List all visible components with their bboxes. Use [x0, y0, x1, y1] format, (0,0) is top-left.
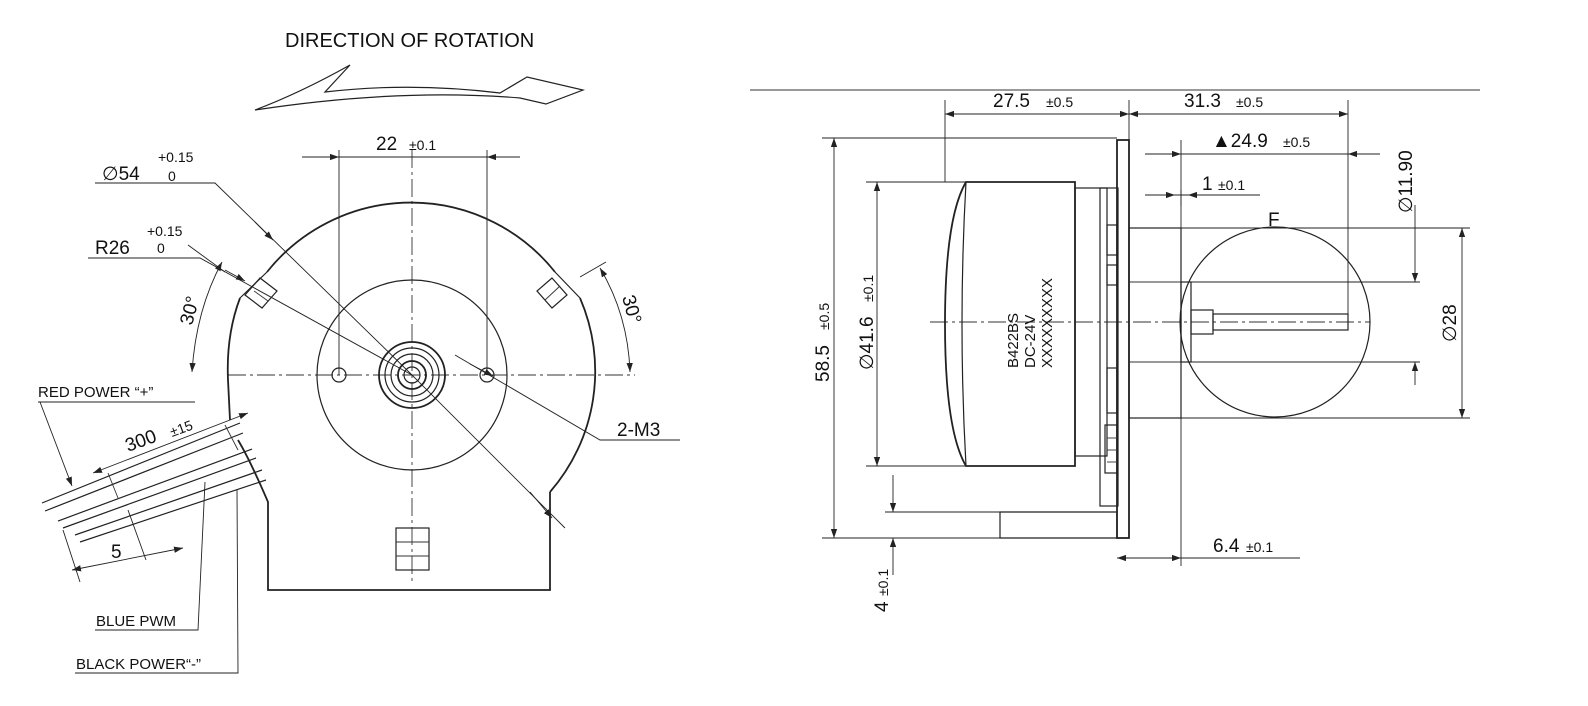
svg-text:R26: R26 [95, 238, 130, 259]
dim-27-5: 27.5 ±0.5 [944, 91, 1130, 182]
angle-right: 30° [579, 261, 645, 373]
dim-31-3: 31.3 ±0.5 [1129, 91, 1349, 314]
svg-text:5: 5 [111, 542, 122, 563]
hole-right [479, 367, 495, 383]
svg-text:31.3: 31.3 [1184, 91, 1221, 112]
dim-41-6: ∅41.6 ±0.1 [857, 181, 966, 467]
svg-text:27.5: 27.5 [993, 91, 1030, 112]
svg-text:300: 300 [123, 426, 160, 457]
svg-text:+0.15: +0.15 [147, 223, 183, 239]
dim-dia54: ∅54 +0.15 0 [95, 149, 413, 376]
svg-text:22: 22 [376, 134, 397, 155]
svg-text:6.4: 6.4 [1213, 536, 1240, 557]
wire-label-blue: BLUE PWM [95, 481, 206, 631]
dim-24-9: ▲24.9 ±0.5 [1145, 131, 1380, 228]
svg-text:58.5: 58.5 [813, 345, 834, 382]
svg-text:±0.1: ±0.1 [860, 275, 876, 302]
dim-strip-5: 5 [62, 509, 184, 583]
svg-text:4: 4 [872, 601, 893, 612]
svg-text:0: 0 [157, 240, 165, 256]
svg-text:±15: ±15 [168, 417, 196, 440]
svg-text:0: 0 [168, 168, 176, 184]
hub [378, 341, 446, 409]
svg-text:BLACK POWER“-”: BLACK POWER“-” [76, 656, 201, 673]
rotation-arrow [254, 64, 586, 111]
label-f: F [1268, 210, 1280, 231]
svg-text:30°: 30° [617, 293, 645, 326]
wire-label-black: BLACK POWER“-” [75, 489, 239, 674]
svg-text:±0.5: ±0.5 [1283, 134, 1310, 150]
front-view: DIRECTION OF ROTATION 22 ±0.1 [38, 30, 680, 674]
svg-text:±0.5: ±0.5 [1046, 94, 1073, 110]
svg-text:▲24.9: ▲24.9 [1212, 131, 1268, 152]
bearing-housing [1128, 227, 1192, 419]
svg-text:30°: 30° [177, 294, 205, 327]
svg-text:2-M3: 2-M3 [617, 420, 660, 441]
shaft [1190, 309, 1349, 335]
side-view: B422BS DC-24V XXXXXXXXX [750, 89, 1480, 612]
svg-text:1: 1 [1202, 174, 1213, 195]
svg-text:BLUE PWM: BLUE PWM [96, 613, 176, 630]
svg-text:∅28: ∅28 [1440, 304, 1461, 342]
svg-text:RED POWER “+”: RED POWER “+” [38, 384, 153, 401]
motor-can [944, 181, 1076, 467]
svg-text:∅54: ∅54 [102, 164, 140, 185]
svg-text:±0.1: ±0.1 [409, 137, 436, 153]
rotor-phantom [1179, 226, 1371, 418]
dim-22: 22 ±0.1 [302, 134, 520, 375]
svg-text:±0.5: ±0.5 [1236, 94, 1263, 110]
dim-58-5: 58.5 ±0.5 [813, 137, 1117, 539]
dim-28: ∅28 [1181, 228, 1470, 419]
dim-1: 1 ±0.1 [1145, 174, 1260, 206]
marking-line-2: DC-24V [1022, 315, 1039, 368]
wire-label-red: RED POWER “+” [38, 384, 195, 487]
svg-text:∅11.90: ∅11.90 [1396, 150, 1417, 213]
marking-line-3: XXXXXXXXX [1039, 278, 1056, 368]
dim-wire-300: 300 ±15 [92, 412, 249, 474]
svg-text:±0.5: ±0.5 [816, 303, 832, 330]
dim-2m3: 2-M3 [411, 354, 680, 529]
svg-text:±0.1: ±0.1 [1246, 539, 1273, 555]
connector [395, 527, 430, 571]
marking-line-1: B422BS [1005, 313, 1022, 368]
dim-r26: R26 +0.15 0 [88, 223, 413, 376]
dim-11-90: ∅11.90 [1181, 150, 1470, 385]
mounting-circle [316, 279, 508, 471]
hole-left [331, 367, 347, 383]
angle-left: 30° [177, 244, 226, 373]
svg-text:∅41.6: ∅41.6 [857, 316, 878, 370]
dim-4: 4 ±0.1 [872, 475, 1000, 612]
direction-title: DIRECTION OF ROTATION [285, 30, 534, 52]
dim-6-4: 6.4 ±0.1 [1117, 418, 1300, 566]
svg-text:±0.1: ±0.1 [1218, 177, 1245, 193]
svg-text:±0.1: ±0.1 [875, 569, 891, 596]
svg-text:+0.15: +0.15 [158, 149, 194, 165]
